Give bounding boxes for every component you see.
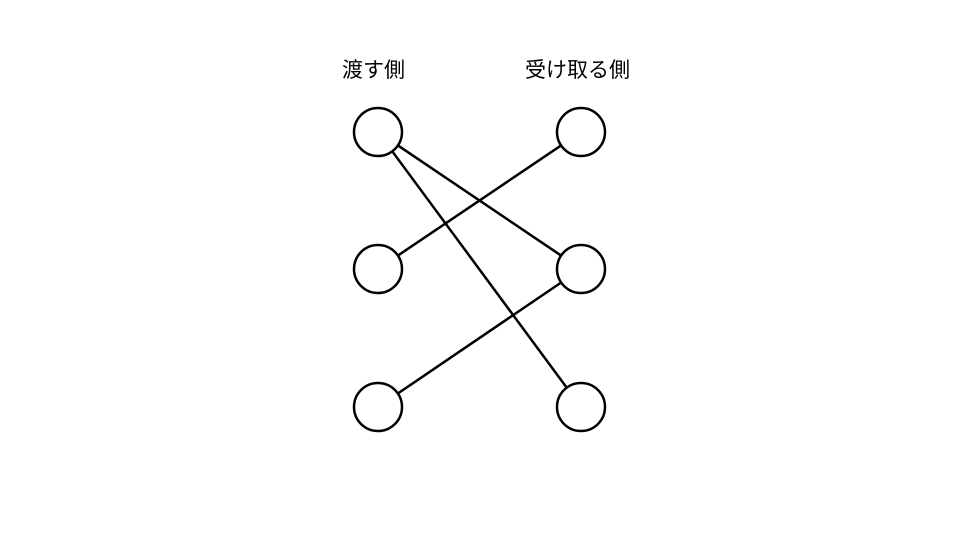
edge-l3-r2 [397,281,562,395]
receiver-node-2 [555,243,607,295]
giver-node-1 [352,106,404,158]
receiver-node-1 [555,106,607,158]
edge-l2-r1 [397,144,562,257]
giver-node-2 [352,243,404,295]
nodes-layer [352,106,607,433]
receiver-node-3 [555,381,607,433]
giver-node-3 [352,381,404,433]
edge-l1-r3 [391,150,568,389]
receiver-side-label: 受け取る側 [525,58,630,82]
edges-layer [391,144,568,395]
giver-side-label: 渡す側 [342,58,405,82]
